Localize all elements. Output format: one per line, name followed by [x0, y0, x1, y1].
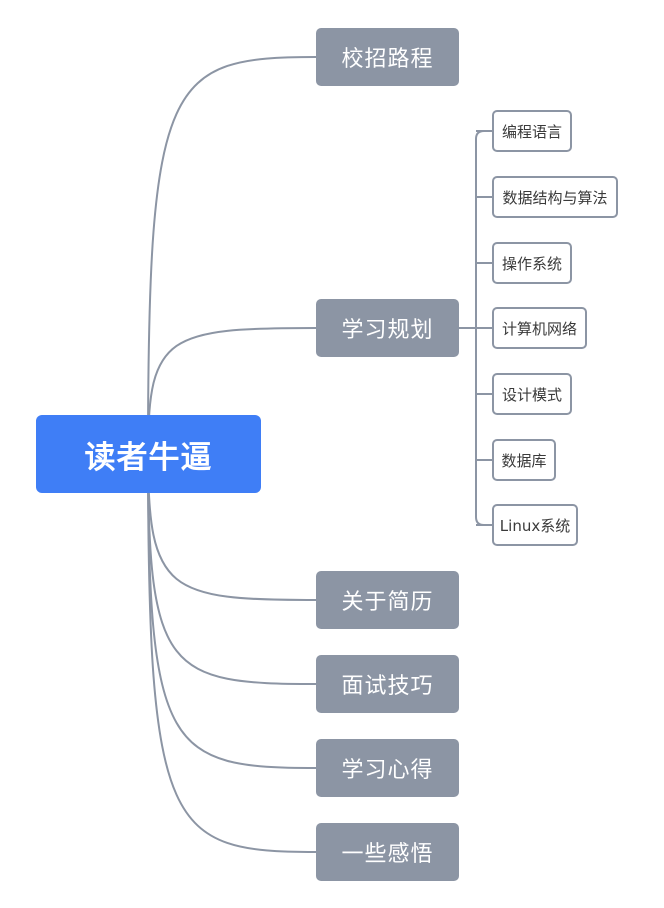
leaf-node-linux-system[interactable]: Linux系统 [492, 504, 578, 546]
leaf-node-database[interactable]: 数据库 [492, 439, 556, 481]
connector-reflections [147, 452, 317, 853]
branch-node-resume[interactable]: 关于简历 [316, 571, 459, 629]
leaf-node-data-structures-algorithms[interactable]: 数据结构与算法 [492, 176, 618, 218]
branch-node-study-plan[interactable]: 学习规划 [316, 299, 459, 357]
branch-node-interview-tips[interactable]: 面试技巧 [316, 655, 459, 713]
branch-node-campus-recruitment[interactable]: 校招路程 [316, 28, 459, 86]
branch-node-study-experience[interactable]: 学习心得 [316, 739, 459, 797]
leaf-node-programming-language[interactable]: 编程语言 [492, 110, 572, 152]
connector-study-experience [147, 452, 317, 769]
leaf-node-computer-network[interactable]: 计算机网络 [492, 307, 587, 349]
connector-campus-recruitment [147, 56, 317, 454]
branch-node-reflections[interactable]: 一些感悟 [316, 823, 459, 881]
leaf-node-operating-system[interactable]: 操作系统 [492, 242, 572, 284]
root-node[interactable]: 读者牛逼 [36, 415, 261, 493]
connector-study-plan [147, 327, 317, 454]
leaf-node-design-patterns[interactable]: 设计模式 [492, 373, 572, 415]
